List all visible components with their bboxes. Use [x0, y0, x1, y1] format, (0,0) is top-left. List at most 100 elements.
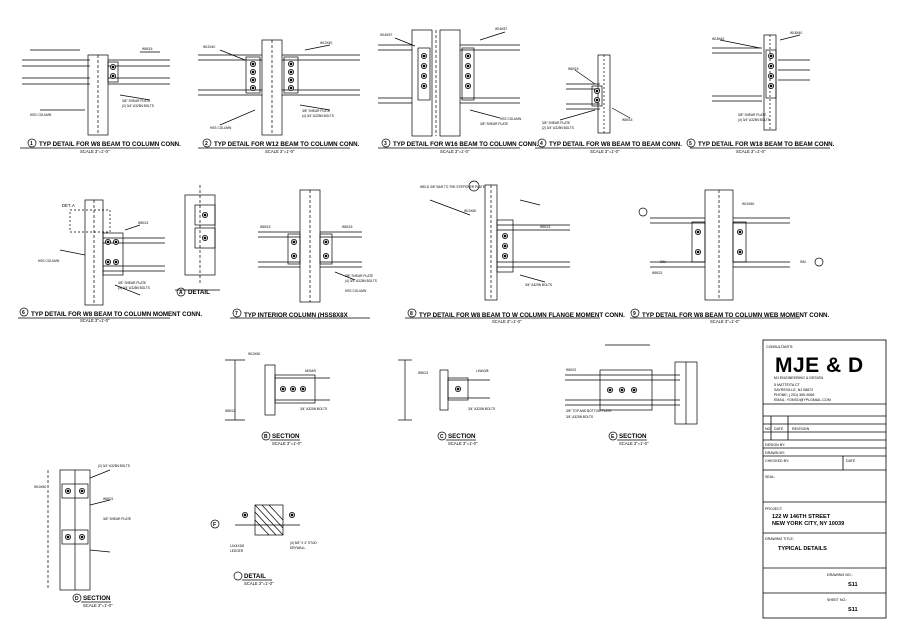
- detail-8-labels: W8X21 W10X60 WELD 3/8" BAR TO THE STIFFE…: [410, 185, 625, 324]
- detail-9-scale: SCALE 3"=1'-0": [710, 319, 740, 324]
- section-e-scale: SCALE 3"=1'-0": [619, 441, 649, 446]
- detail-7-labels: W8X15 W8X15 3/8" SHEAR PLATE (4) 3/4" A3…: [235, 225, 377, 319]
- detail-1: [20, 49, 170, 149]
- detail-a: [175, 185, 220, 297]
- detail-4-number: 4: [540, 141, 543, 147]
- detail-5-note-4: (4) 3/4" A325N BOLTS: [738, 118, 770, 122]
- detail-4-scale: SCALE 3"=1'-0": [590, 149, 620, 154]
- consultants-label: CONSULTANTS:: [766, 345, 793, 349]
- project-line-1: 122 W 146TH STREET: [772, 514, 831, 520]
- detail-2-number: 2: [205, 141, 208, 147]
- detail-4-note-3: 3/8" SHEAR PLATE: [542, 121, 570, 125]
- section-d-title: SECTION: [83, 595, 111, 602]
- rev-header-no: NO.: [765, 427, 771, 431]
- detail-1-note-4: (2) 3/4" A325N BOLTS: [122, 104, 154, 108]
- detail-7-note-3: 3/8" SHEAR PLATE: [345, 274, 373, 278]
- section-d-note-2: W8X21: [103, 497, 114, 501]
- detail-4-note-4: (2) 3/4" A325N BOLTS: [542, 126, 574, 130]
- detail-f-labels: L4X4X3/8 (4) 5/8" X 4" STUD DRYWALL LEDG…: [213, 522, 317, 586]
- detail-2-title: TYP DETAIL FOR W12 BEAM TO COLUMN CONN.: [214, 141, 360, 148]
- detail-8: [405, 180, 600, 319]
- detail-7-note-1: W8X15: [260, 225, 271, 229]
- detail-7-number: 7: [235, 311, 238, 317]
- section-b-note-4: 3/4" A325N BOLTS: [300, 407, 327, 411]
- detail-3-note-4: 3/8" SHEAR PLATE: [480, 122, 508, 126]
- detail-6: [18, 199, 170, 319]
- drawing-title: TYPICAL DETAILS: [778, 546, 827, 552]
- detail-6-scale: SCALE 3"=1'-0": [80, 318, 110, 323]
- detail-7-note-2: W8X15: [342, 225, 353, 229]
- project-line-2: NEW YORK CITY, NY 10039: [772, 521, 844, 527]
- section-c-labels: W8X21 LxWx3/8 3/4" A325N BOLTS C SECTION…: [418, 369, 495, 446]
- detail-a-number: A: [179, 290, 183, 296]
- section-b-labels: W10X60 #8 BAR W8X21 3/4" A325N BOLTS B S…: [225, 352, 327, 446]
- detail-6-title: TYP DETAIL FOR W8 BEAM TO COLUMN MOMENT …: [31, 311, 202, 318]
- detail-6-note-1: DET. A: [62, 203, 75, 208]
- detail-9-note-2: W8X21: [652, 271, 663, 275]
- drawn-by-label: DRAWN BY:: [765, 451, 785, 455]
- firm-name: MJ ENGINEERING & DESIGN: [774, 376, 824, 380]
- detail-3-note-3: HSS COLUMN: [500, 117, 522, 121]
- detail-8-note-3: WELD 3/8" BAR TO THE STIFFENER PLATE: [420, 185, 485, 189]
- section-e-note-1: W8X21: [566, 368, 577, 372]
- date-label: DATE: [846, 459, 856, 463]
- section-c-note-2: LxWx3/8: [476, 369, 489, 373]
- section-c-title: SECTION: [448, 433, 476, 440]
- detail-7: [230, 189, 370, 319]
- section-d-note-4: 3/8" SHEAR PLATE: [103, 517, 131, 521]
- firm-phone: PHONE: ( 201) 365-9065: [774, 393, 814, 397]
- section-d-note-1: W10X60: [34, 485, 46, 489]
- detail-5-scale: SCALE 3"=1'-0": [736, 149, 766, 154]
- project-label: PROJECT:: [765, 507, 783, 511]
- detail-9-number: 9: [633, 311, 636, 317]
- section-e-title: SECTION: [619, 433, 647, 440]
- detail-6-number: 6: [22, 310, 25, 316]
- detail-4-labels: W8X15 W8X15 3/8" SHEAR PLATE (2) 3/4" A3…: [540, 67, 682, 154]
- section-b-number: B: [264, 434, 268, 440]
- section-d-scale: SCALE 3"=1'-0": [83, 603, 113, 608]
- section-e-note-3: 3/8" TOP AND BOTTOM PLATE: [566, 409, 611, 413]
- section-b-note-2: #8 BAR: [305, 369, 317, 373]
- sheet-no-label: SHEET NO.:: [827, 598, 847, 602]
- checked-by-label: CHECKED BY:: [765, 459, 789, 463]
- rev-header-revision: REVISION: [792, 427, 810, 431]
- detail-f-ref: F: [213, 522, 216, 528]
- detail-5: [686, 34, 830, 149]
- detail-6-labels: DET. A W8X21 HSS COLUMN 3/8" SHEAR PLATE…: [22, 203, 202, 323]
- detail-8-note-2: W10X60: [464, 209, 476, 213]
- detail-a-title: DETAIL: [188, 289, 210, 296]
- detail-3-note-1: W16X57: [380, 33, 392, 37]
- detail-2: [198, 39, 360, 149]
- section-b: [225, 359, 330, 441]
- section-d-labels: W10X60 W8X21 (2) 3/4" A325N BOLTS 3/8" S…: [34, 464, 131, 608]
- title-block: [762, 339, 887, 619]
- detail-9-note-3: SIM: [660, 260, 666, 264]
- firm-logo: MJE & D: [775, 354, 864, 377]
- detail-4: [535, 54, 680, 149]
- detail-1-note-3: 3/8" SHEAR PLATE: [122, 99, 150, 103]
- section-c-note-1: W8X21: [418, 371, 429, 375]
- detail-7-title: TYP INTERIOR COLUMN (HSS8X8X: [244, 312, 349, 319]
- detail-1-title: TYP DETAIL FOR W8 BEAM TO COLUMN CONN.: [39, 141, 181, 148]
- detail-5-note-2: W18X40: [790, 31, 802, 35]
- section-c: [398, 359, 490, 441]
- detail-2-labels: W12X40 W12X40 HSS COLUMN 3/8" SHEAR PLAT…: [203, 41, 360, 154]
- firm-email: EMAIL: YONSO@YPLGMAIL.COM: [774, 398, 831, 402]
- detail-8-note-4: 3/4" A325N BOLTS: [525, 283, 552, 287]
- detail-3-number: 3: [384, 141, 387, 147]
- detail-3: [378, 29, 520, 149]
- detail-1-note-1: W8X15: [142, 47, 153, 51]
- detail-2-note-4: 3/8" SHEAR PLATE: [302, 109, 330, 113]
- detail-9: [630, 189, 824, 319]
- detail-f-note-3: DRYWALL: [290, 546, 305, 550]
- section-b-note-3: W8X21: [225, 409, 236, 413]
- detail-8-title: TYP DETAIL FOR W8 BEAM TO W COLUMN FLANG…: [419, 312, 625, 319]
- detail-9-note-4: SIM: [800, 260, 806, 264]
- detail-1-labels: W8X15 HSS COLUMN 3/8" SHEAR PLATE (2) 3/…: [30, 47, 181, 154]
- detail-f-note-2: (4) 5/8" X 4" STUD: [290, 541, 317, 545]
- detail-2-note-5: (4) 3/4" A325N BOLTS: [302, 114, 334, 118]
- detail-7-note-5: HSS COLUMN: [345, 289, 367, 293]
- detail-9-title: TYP DETAIL FOR W8 BEAM TO COLUMN WEB MOM…: [642, 312, 830, 319]
- detail-8-scale: SCALE 3"=1'-0": [492, 319, 522, 324]
